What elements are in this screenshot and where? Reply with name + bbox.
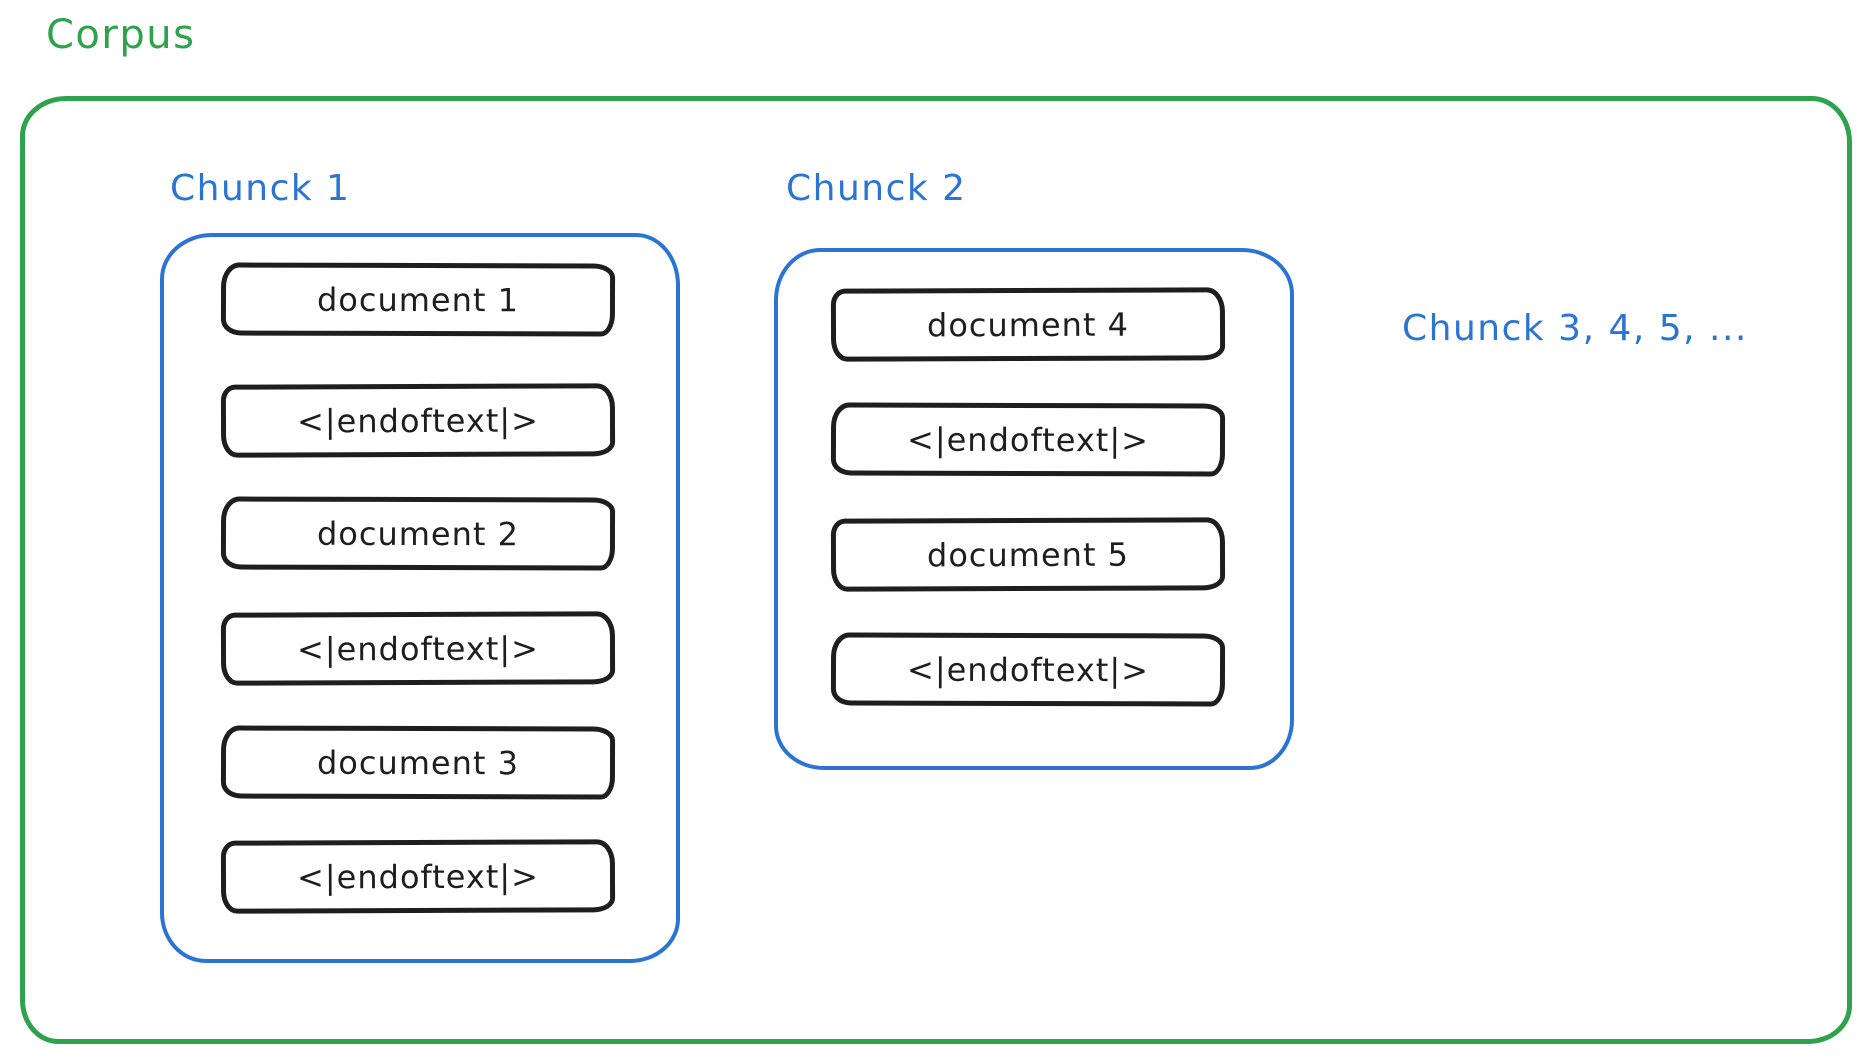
corpus-label: Corpus	[46, 12, 196, 58]
document-box: document 4	[830, 287, 1226, 362]
chunk-1-label: Chunck 1	[170, 168, 351, 209]
document-box: document 2	[220, 496, 616, 571]
document-box: document 3	[220, 725, 616, 800]
endoftext-box: <|endoftext|>	[830, 402, 1226, 477]
document-box: document 1	[220, 262, 616, 337]
document-box: document 5	[830, 517, 1226, 592]
endoftext-box: <|endoftext|>	[220, 611, 616, 686]
chunk-2-label: Chunck 2	[786, 168, 967, 209]
endoftext-box: <|endoftext|>	[220, 839, 616, 914]
more-chunks-label: Chunck 3, 4, 5, ...	[1402, 308, 1748, 349]
endoftext-box: <|endoftext|>	[220, 383, 616, 458]
endoftext-box: <|endoftext|>	[830, 632, 1226, 707]
